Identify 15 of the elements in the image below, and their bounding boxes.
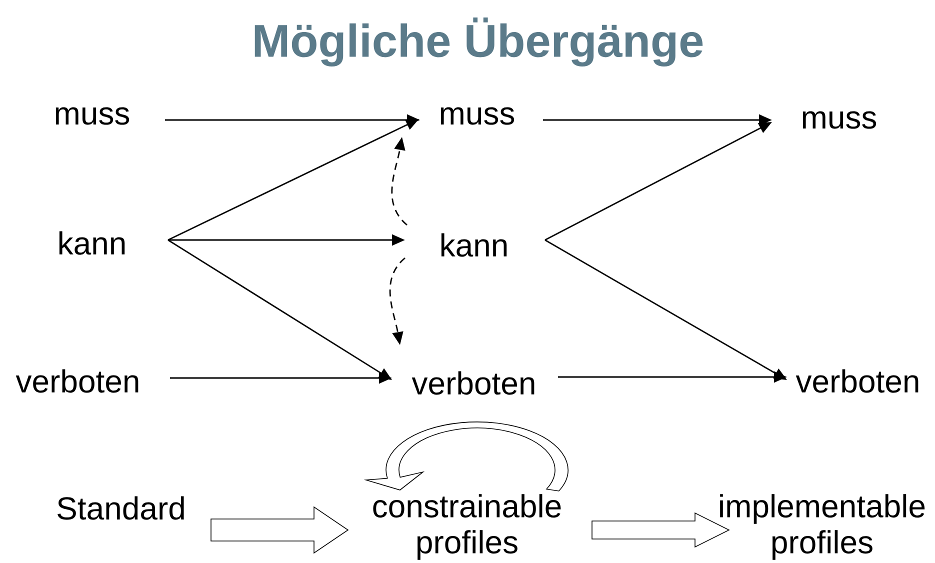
label-text: Standard (58, 496, 184, 520)
block-arrow (210, 506, 349, 554)
block-arrow (592, 512, 730, 548)
label-text: muss (56, 107, 130, 125)
label-text: muss (802, 111, 876, 129)
label-text: constrainable profiles (373, 494, 561, 560)
label-text: kann (441, 233, 507, 257)
label-text: muss (440, 107, 514, 125)
label-text: verboten (796, 369, 918, 393)
label-text: verboten (16, 369, 138, 393)
label-text: implementable profiles (720, 494, 925, 560)
label-text: verboten (412, 371, 534, 395)
title: Mögliche Übergänge (254, 17, 703, 67)
label-text: kann (59, 231, 125, 255)
block-arrow (366, 422, 568, 492)
